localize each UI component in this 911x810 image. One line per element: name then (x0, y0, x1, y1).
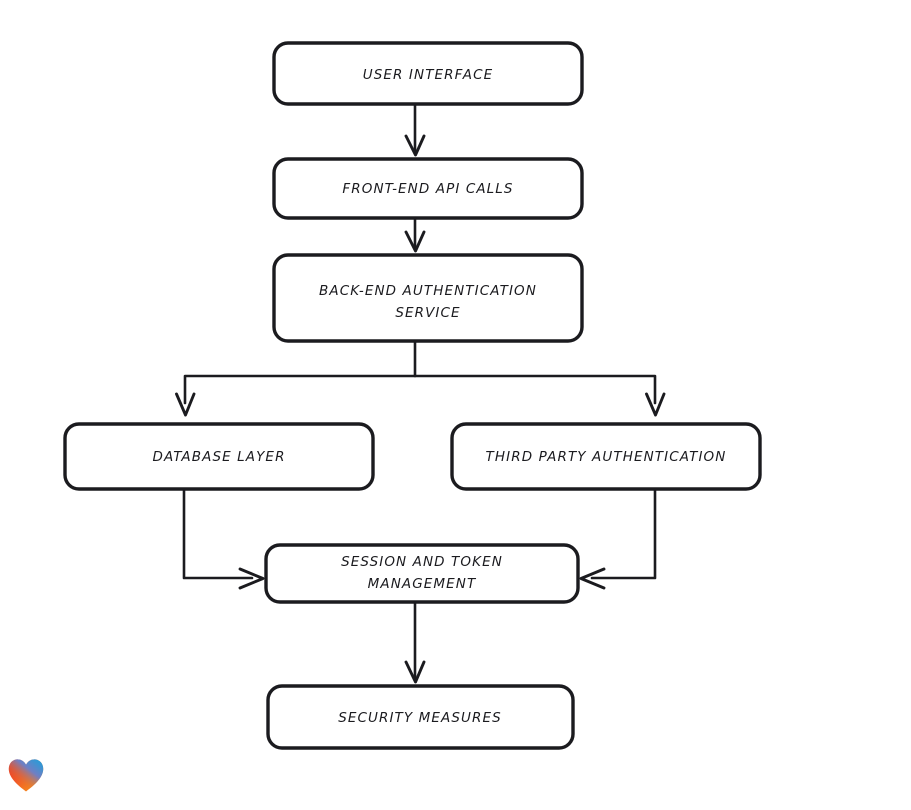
edge-api-to-backend (404, 216, 426, 253)
node-database-layer[interactable]: DATABASE LAYER (63, 422, 375, 491)
node-label-user-interface: USER INTERFACE (363, 67, 493, 83)
arrow-head-icon (175, 392, 196, 417)
node-shape[interactable] (264, 543, 580, 604)
node-shape[interactable] (272, 253, 584, 343)
node-shape[interactable] (272, 41, 584, 106)
edge-session-to-security (404, 600, 426, 684)
arrow-head-icon (645, 392, 666, 417)
heart-overlay (8, 759, 44, 792)
arrow-head-icon (404, 230, 426, 253)
node-shape[interactable] (63, 422, 375, 491)
node-user-interface[interactable]: USER INTERFACE (272, 41, 584, 106)
node-back-end-authentication-service[interactable]: BACK-END AUTHENTICATION SERVICE (272, 253, 584, 343)
node-label-back-end-authentication-line2: SERVICE (395, 305, 460, 321)
edge-line (182, 487, 254, 580)
edge-ui-to-api (404, 102, 426, 157)
node-label-front-end-api-calls: FRONT-END API CALLS (342, 181, 513, 197)
node-label-database-layer: DATABASE LAYER (152, 449, 285, 465)
heart-icon (8, 759, 44, 792)
edge-line (590, 487, 657, 580)
edge-thirdparty-to-session (579, 487, 657, 590)
node-shape[interactable] (272, 157, 584, 220)
node-label-session-line2: MANAGEMENT (368, 576, 477, 592)
node-shape[interactable] (266, 684, 575, 750)
node-shape[interactable] (450, 422, 762, 491)
node-label-back-end-authentication-line1: BACK-END AUTHENTICATION (319, 283, 537, 299)
node-third-party-authentication[interactable]: THIRD PARTY AUTHENTICATION (450, 422, 762, 491)
edge-backend-to-database (175, 339, 417, 417)
arrow-head-icon (579, 567, 606, 590)
edge-database-to-session (182, 487, 265, 590)
arrow-head-icon (238, 567, 265, 590)
arrow-head-icon (404, 660, 426, 684)
edge-line (413, 374, 657, 405)
edge-backend-to-thirdparty (413, 374, 666, 417)
node-security-measures[interactable]: SECURITY MEASURES (266, 684, 575, 750)
node-label-security-measures: SECURITY MEASURES (338, 710, 502, 726)
node-front-end-api-calls[interactable]: FRONT-END API CALLS (272, 157, 584, 220)
node-label-third-party-authentication: THIRD PARTY AUTHENTICATION (486, 449, 727, 465)
arrow-head-icon (404, 134, 426, 157)
node-session-and-token-management[interactable]: SESSION AND TOKEN MANAGEMENT (264, 543, 580, 604)
edge-line (183, 339, 417, 405)
node-label-session-line1: SESSION AND TOKEN (341, 554, 503, 570)
